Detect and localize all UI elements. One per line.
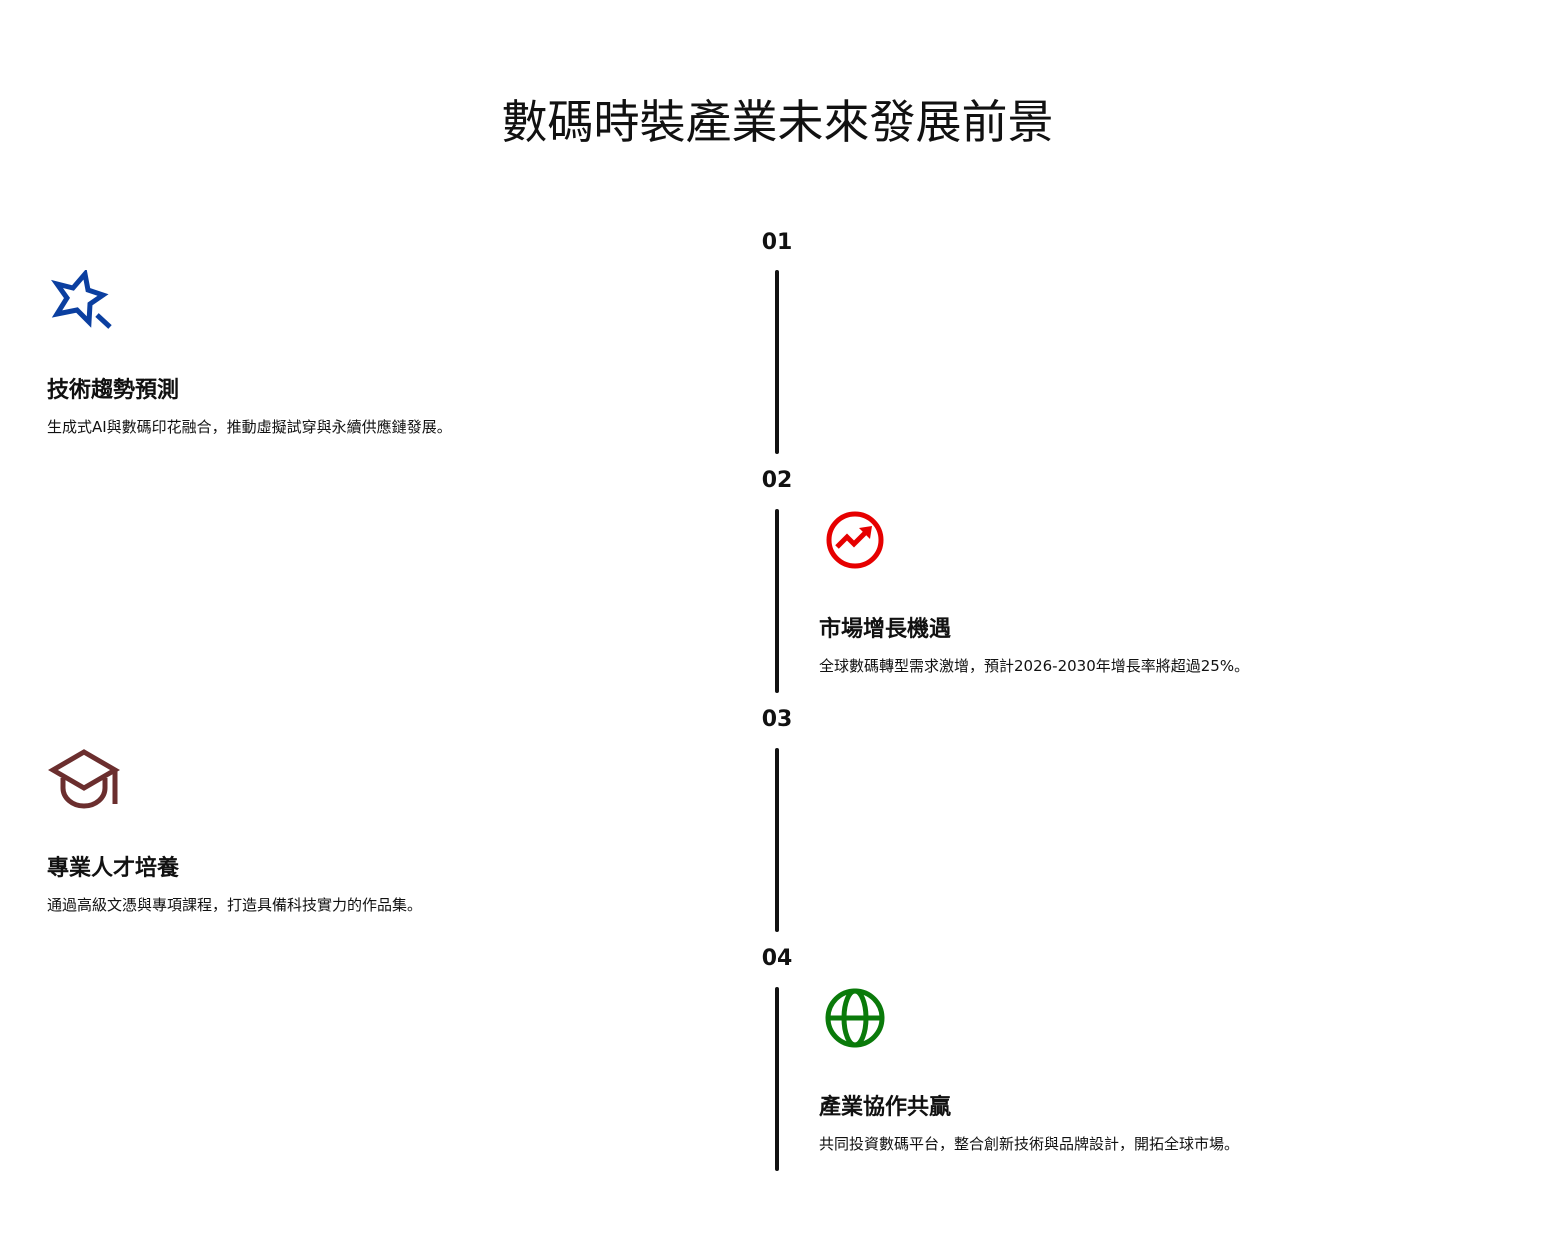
timeline-item-4: 產業協作共贏 共同投資數碼平台，整合創新技術與品牌設計，開拓全球市場。 (819, 987, 1419, 1154)
item-title: 市場增長機遇 (819, 617, 952, 642)
item-title: 專業人才培養 (47, 856, 180, 881)
item-description: 全球數碼轉型需求激增，預計2026-2030年增長率將超過25%。 (819, 657, 1250, 675)
item-title: 技術趨勢預測 (47, 378, 180, 403)
graduation-cap-icon (48, 749, 120, 809)
timeline-line (775, 270, 779, 454)
timeline-line (775, 509, 779, 693)
timeline-item-2: 市場增長機遇 全球數碼轉型需求激增，預計2026-2030年增長率將超過25%。 (819, 509, 1419, 676)
trending-up-circle-icon (826, 511, 884, 569)
step-number: 02 (761, 468, 793, 493)
step-number: 01 (761, 230, 793, 255)
item-description: 通過高級文憑與專項課程，打造具備科技實力的作品集。 (47, 896, 423, 914)
globe-icon (825, 988, 885, 1048)
timeline-line (775, 748, 779, 932)
timeline-line (775, 987, 779, 1171)
item-title: 產業協作共贏 (819, 1095, 952, 1120)
item-description: 生成式AI與數碼印花融合，推動虛擬試穿與永續供應鏈發展。 (47, 418, 452, 436)
timeline-item-3: 專業人才培養 通過高級文憑與專項課程，打造具備科技實力的作品集。 (47, 748, 647, 915)
page-title: 數碼時裝產業未來發展前景 (501, 95, 1054, 149)
magic-star-icon (51, 270, 112, 329)
step-number: 04 (761, 946, 793, 971)
timeline-item-1: 技術趨勢預測 生成式AI與數碼印花融合，推動虛擬試穿與永續供應鏈發展。 (47, 270, 647, 437)
step-number: 03 (761, 707, 793, 732)
item-description: 共同投資數碼平台，整合創新技術與品牌設計，開拓全球市場。 (819, 1135, 1240, 1153)
